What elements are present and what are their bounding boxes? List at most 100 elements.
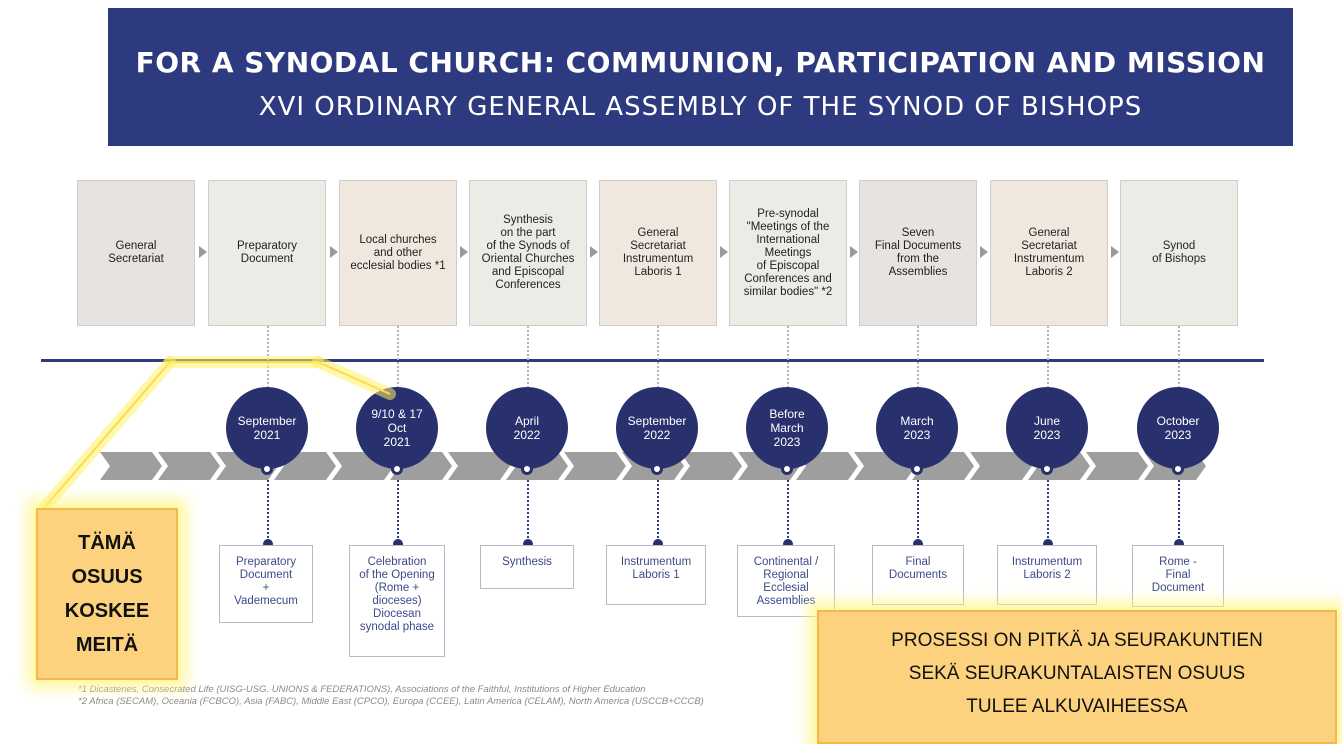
- callout-left-line: TÄMÄ: [78, 532, 136, 554]
- header-subtitle: XVI ORDINARY GENERAL ASSEMBLY OF THE SYN…: [258, 92, 1143, 122]
- output-label: Rome - Final Document: [1151, 556, 1205, 594]
- output-label: Celebration of the Opening (Rome + dioce…: [359, 556, 435, 633]
- connector: [917, 480, 919, 542]
- header-banner: FOR A SYNODAL CHURCH: COMMUNION, PARTICI…: [108, 8, 1293, 146]
- stage-label: Pre-synodal "Meetings of the Internation…: [743, 207, 833, 298]
- stage-card: Synod of Bishops: [1120, 180, 1238, 326]
- date-circle: March 2023: [876, 387, 958, 475]
- date-circle: June 2023: [1006, 387, 1088, 475]
- callout-left-line: MEITÄ: [75, 634, 139, 656]
- output-dot: [263, 539, 273, 549]
- stage-card: Seven Final Documents from the Assemblie…: [859, 180, 977, 326]
- stage-card: Local churches and other ecclesial bodie…: [339, 180, 457, 326]
- date-circle: April 2022: [486, 387, 568, 475]
- output-label: Instrumentum Laboris 2: [1011, 556, 1083, 581]
- connector: [917, 326, 919, 388]
- callout-left: TÄMÄ OSUUS KOSKEE MEITÄ: [36, 508, 178, 680]
- date-label: April 2022: [513, 414, 541, 442]
- connector: [1047, 326, 1049, 388]
- footnote-1: *1 Dicasteries, Consecrated Life (UISG-U…: [78, 684, 646, 695]
- date-label: September 2021: [237, 414, 297, 442]
- callout-right: PROSESSI ON PITKÄ JA SEURAKUNTIEN SEKÄ S…: [817, 610, 1337, 744]
- output-box: Synthesis: [480, 545, 574, 589]
- output-box: Final Documents: [872, 545, 964, 605]
- stage-label: Synod of Bishops: [1152, 240, 1206, 265]
- arrow-right-icon: [980, 246, 988, 258]
- stage-card: Synthesis on the part of the Synods of O…: [469, 180, 587, 326]
- circle-marker: [781, 463, 793, 475]
- chevron-band: [100, 452, 1206, 480]
- output-label: Synthesis: [502, 556, 552, 568]
- date-circle: October 2023: [1137, 387, 1219, 475]
- timeline-line: [41, 359, 1264, 362]
- stage-label: Preparatory Document: [236, 240, 298, 265]
- connector: [787, 480, 789, 542]
- arrow-right-icon: [1111, 246, 1119, 258]
- connector: [787, 326, 789, 388]
- circle-marker: [651, 463, 663, 475]
- output-dot: [653, 539, 663, 549]
- stage-card: General Secretariat Instrumentum Laboris…: [599, 180, 717, 326]
- arrow-right-icon: [720, 246, 728, 258]
- connector: [1178, 480, 1180, 542]
- output-dot: [1174, 539, 1184, 549]
- connector: [1047, 480, 1049, 542]
- output-label: Final Documents: [888, 556, 948, 581]
- output-dot: [783, 539, 793, 549]
- date-circle: September 2021: [226, 387, 308, 475]
- stage-label: Seven Final Documents from the Assemblie…: [874, 227, 962, 278]
- date-label: October 2023: [1156, 414, 1200, 442]
- arrow-right-icon: [330, 246, 338, 258]
- stage-label: Synthesis on the part of the Synods of O…: [481, 214, 575, 291]
- output-label: Continental / Regional Ecclesial Assembl…: [753, 556, 819, 607]
- connector: [527, 326, 529, 388]
- output-label: Instrumentum Laboris 1: [620, 556, 692, 581]
- connector: [657, 480, 659, 542]
- circle-marker: [911, 463, 923, 475]
- connector: [267, 480, 269, 542]
- connector: [397, 480, 399, 542]
- output-box: Preparatory Document + Vademecum: [219, 545, 313, 623]
- arrow-right-icon: [199, 246, 207, 258]
- stage-label: General Secretariat Instrumentum Laboris…: [622, 227, 694, 278]
- arrow-right-icon: [850, 246, 858, 258]
- callout-left-line: KOSKEE: [64, 600, 150, 622]
- connector: [527, 480, 529, 542]
- circle-marker: [391, 463, 403, 475]
- arrow-right-icon: [590, 246, 598, 258]
- output-box: Celebration of the Opening (Rome + dioce…: [349, 545, 445, 657]
- connector: [1178, 326, 1180, 388]
- callout-right-line: TULEE ALKUVAIHEESSA: [966, 696, 1188, 717]
- date-label: Before March 2023: [769, 407, 805, 449]
- date-circle: 9/10 & 17 Oct 2021: [356, 387, 438, 475]
- date-label: 9/10 & 17 Oct 2021: [371, 407, 423, 449]
- stage-card: Pre-synodal "Meetings of the Internation…: [729, 180, 847, 326]
- circle-marker: [1172, 463, 1184, 475]
- output-dot: [1043, 539, 1053, 549]
- arrow-right-icon: [460, 246, 468, 258]
- output-box: Rome - Final Document: [1132, 545, 1224, 607]
- output-dot: [913, 539, 923, 549]
- connector: [397, 326, 399, 388]
- date-label: March 2023: [900, 414, 934, 442]
- circle-marker: [521, 463, 533, 475]
- output-label: Preparatory Document + Vademecum: [234, 556, 298, 607]
- callout-left-line: OSUUS: [71, 566, 143, 588]
- stage-label: General Secretariat Instrumentum Laboris…: [1013, 227, 1085, 278]
- date-circle: September 2022: [616, 387, 698, 475]
- circle-marker: [1041, 463, 1053, 475]
- circle-marker: [261, 463, 273, 475]
- date-circle: Before March 2023: [746, 387, 828, 475]
- output-box: Continental / Regional Ecclesial Assembl…: [737, 545, 835, 617]
- output-dot: [523, 539, 533, 549]
- stage-card: Preparatory Document: [208, 180, 326, 326]
- output-box: Instrumentum Laboris 2: [997, 545, 1097, 605]
- header-title: FOR A SYNODAL CHURCH: COMMUNION, PARTICI…: [135, 46, 1266, 79]
- footnote-2: *2 Africa (SECAM), Oceania (FCBCO), Asia…: [78, 696, 704, 707]
- stage-label: Local churches and other ecclesial bodie…: [350, 233, 446, 272]
- output-box: Instrumentum Laboris 1: [606, 545, 706, 605]
- callout-right-line: PROSESSI ON PITKÄ JA SEURAKUNTIEN: [891, 630, 1263, 651]
- stage-card: General Secretariat: [77, 180, 195, 326]
- callout-right-line: SEKÄ SEURAKUNTALAISTEN OSUUS: [908, 663, 1246, 684]
